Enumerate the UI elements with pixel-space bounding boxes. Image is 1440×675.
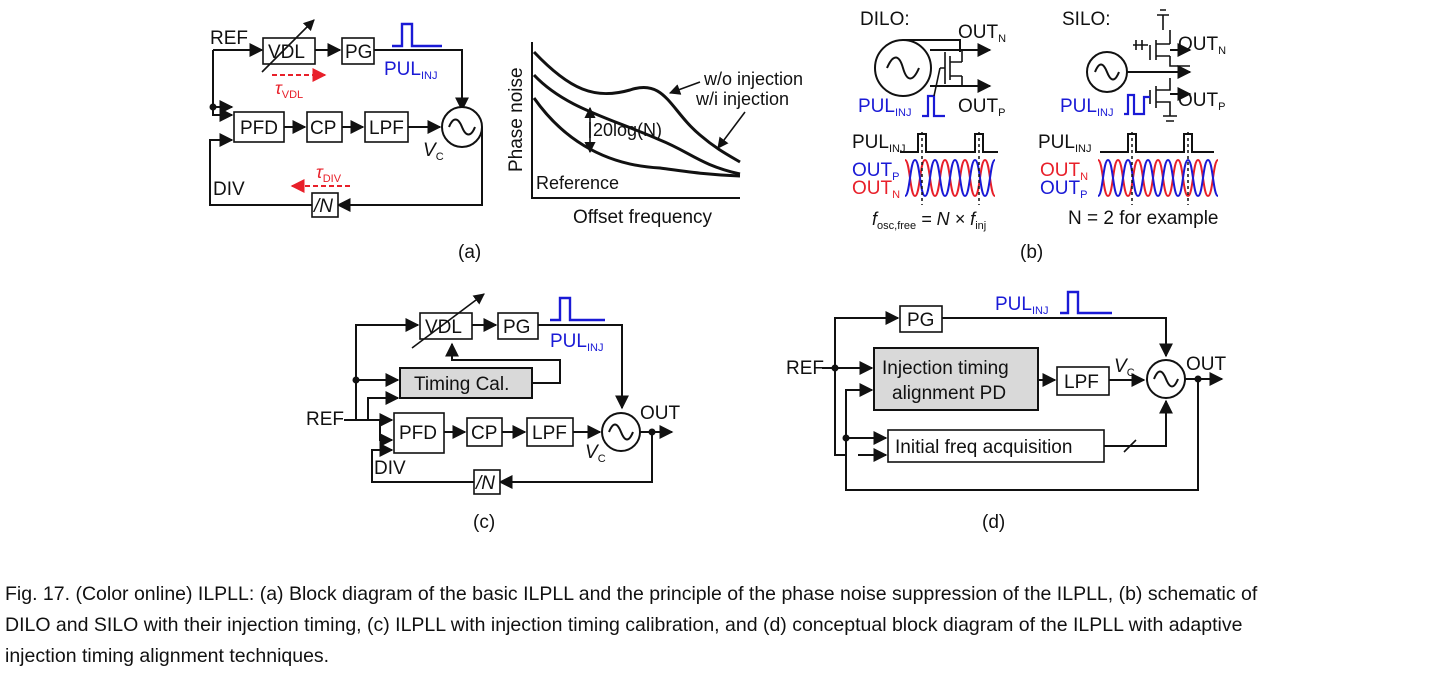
- d-pg-label: PG: [907, 310, 934, 331]
- timing-cal-label: Timing Cal.: [414, 374, 509, 395]
- d-lpf-label: LPF: [1064, 372, 1099, 393]
- silo-title: SILO:: [1062, 9, 1111, 30]
- silo-out-p-wave-label: OUTP: [1040, 178, 1087, 201]
- c-vdl-label: VDL: [425, 317, 462, 338]
- panel-d-diagram: REF PG PULINJ Injection timing alignment…: [786, 290, 1227, 491]
- x-axis-label: Offset frequency: [573, 207, 713, 228]
- pfd-label: PFD: [240, 118, 278, 139]
- c-pg-label: PG: [503, 317, 530, 338]
- d-out-label: OUT: [1186, 354, 1227, 375]
- acq-label: Initial freq acquisition: [895, 437, 1072, 458]
- d-pul-inj-label: PULINJ: [995, 294, 1048, 317]
- dilo-out-p-label: OUTP: [958, 96, 1005, 119]
- divider-block: [311, 192, 339, 218]
- c-lpf-label: LPF: [532, 423, 567, 444]
- pd-label-line1: Injection timing: [882, 358, 1009, 379]
- panel-b-label: (b): [1020, 242, 1043, 263]
- c-pfd-label: PFD: [399, 423, 437, 444]
- silo-out-p-label: OUTP: [1178, 90, 1225, 113]
- panel-c-label: (c): [473, 512, 495, 533]
- tau-vdl-label: τVDL: [275, 78, 303, 101]
- silo-equation: N = 2 for example: [1068, 208, 1219, 229]
- panel-c-diagram: REF VDL PG PULINJ Timing Cal. PFD CP LPF…: [306, 293, 681, 495]
- c-out-label: OUT: [640, 403, 681, 424]
- dilo-pul-inj-label: PULINJ: [858, 96, 911, 119]
- pd-label-line2: alignment PD: [892, 383, 1006, 404]
- c-ref-label: REF: [306, 409, 344, 430]
- cp-label: CP: [310, 118, 336, 139]
- pfd-block: [233, 111, 285, 143]
- caption-line-1: Fig. 17. (Color online) ILPLL: (a) Block…: [5, 583, 1258, 605]
- lpf-label: LPF: [369, 118, 404, 139]
- reference-label: Reference: [536, 173, 619, 193]
- wo-injection-curve: [532, 50, 741, 164]
- injection-timing-pd-block: [873, 347, 1039, 411]
- caption-line-2: DILO and SILO with their injection timin…: [5, 614, 1242, 636]
- silo-pul-inj-wave-label: PULINJ: [1038, 132, 1091, 155]
- caption-line-3: injection timing alignment techniques.: [5, 645, 329, 667]
- div-label: DIV: [213, 179, 245, 200]
- c-pul-inj-label: PULINJ: [550, 331, 603, 354]
- c-cp-block: [466, 417, 503, 447]
- panel-a-phase-noise-plot: Phase noise Offset frequency 20log(N) Re…: [506, 42, 803, 228]
- c-cp-label: CP: [471, 423, 497, 444]
- panel-b-silo: SILO: OUTN OUTP PULINJ PULINJ OUTN OUTP …: [1038, 9, 1226, 229]
- silo-pul-inj-label: PULINJ: [1060, 96, 1113, 119]
- wi-injection-curve: [532, 73, 741, 176]
- dilo-title: DILO:: [860, 9, 910, 30]
- silo-out-n-label: OUTN: [1178, 34, 1226, 57]
- vc-label: VC: [423, 140, 444, 163]
- c-divider-label: /N: [474, 473, 495, 494]
- c-pfd-block: [393, 412, 445, 454]
- d-ref-label: REF: [786, 358, 824, 379]
- wo-injection-label: w/o injection: [703, 69, 803, 89]
- silo-out-n-wave-label: OUTN: [1040, 160, 1088, 183]
- wi-injection-label: w/i injection: [695, 89, 789, 109]
- pulse-icon: [392, 22, 442, 48]
- ref-label: REF: [210, 28, 248, 49]
- dilo-out-p-wave-label: OUTP: [852, 160, 899, 183]
- pul-inj-label: PULINJ: [384, 59, 437, 82]
- figure-caption: Fig. 17. (Color online) ILPLL: (a) Block…: [5, 583, 1258, 667]
- tau-div-label: τDIV: [316, 162, 342, 185]
- dilo-out-n-wave-label: OUTN: [852, 178, 900, 201]
- dilo-pul-inj-wave-label: PULINJ: [852, 132, 905, 155]
- y-axis-label: Phase noise: [506, 67, 527, 172]
- reference-curve: [532, 97, 741, 178]
- c-divider-block: [473, 469, 501, 495]
- d-vc-label: VC: [1114, 356, 1135, 379]
- panel-d-label: (d): [982, 512, 1005, 533]
- c-div-label: DIV: [374, 458, 406, 479]
- dilo-out-n-label: OUTN: [958, 22, 1006, 45]
- panel-a-block-diagram: REF VDL PG PULINJ τVDL PFD CP LPF VC: [209, 19, 483, 218]
- pg-label: PG: [345, 42, 372, 63]
- gain-label: 20log(N): [593, 120, 662, 140]
- panel-b-dilo: DILO: OUTN OUTP PULINJ PULINJ OUTP OUTN …: [852, 9, 1006, 232]
- initial-freq-acquisition-block: [887, 429, 1105, 463]
- cp-block: [306, 111, 343, 143]
- divider-label: /N: [312, 196, 333, 217]
- dilo-equation: fosc,free = N × finj: [872, 209, 986, 232]
- c-vc-label: VC: [585, 442, 606, 465]
- panel-a-label: (a): [458, 242, 481, 263]
